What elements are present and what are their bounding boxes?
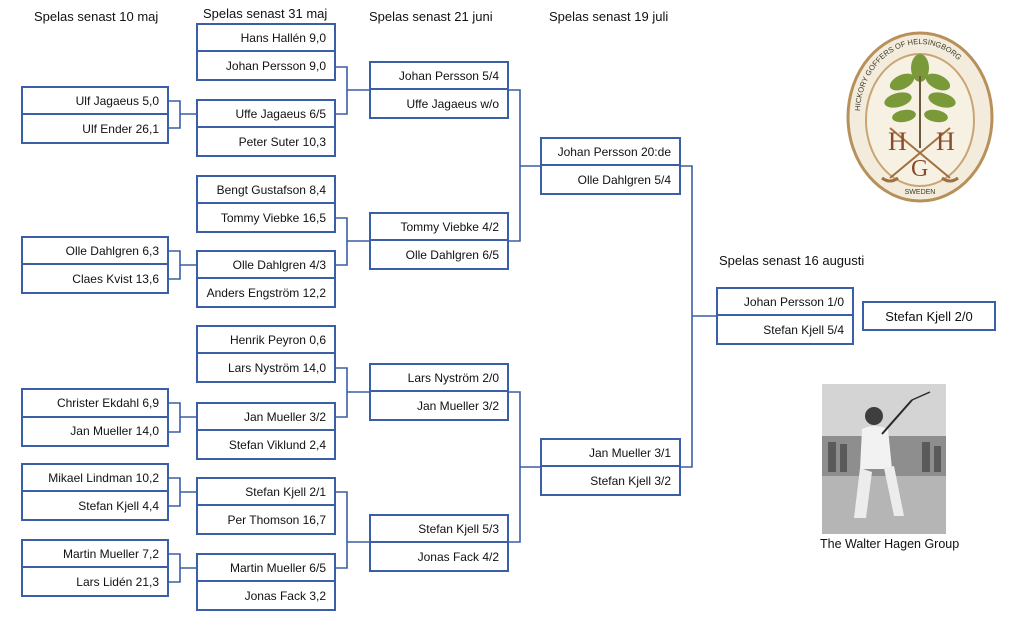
player-slot: Bengt Gustafson 8,4 (198, 177, 334, 204)
round4-header: Spelas senast 19 juli (549, 9, 669, 24)
player-slot: Jan Mueller 3/2 (198, 404, 334, 431)
winner-box: Stefan Kjell 2/0 (862, 301, 996, 331)
logo-country-text: SWEDEN (905, 189, 936, 196)
player-slot: Christer Ekdahl 6,9 (23, 390, 167, 418)
match-r3-4: Stefan Kjell 5/3 Jonas Fack 4/2 (369, 514, 509, 572)
player-slot: Stefan Kjell 4,4 (78, 498, 159, 513)
player-slot: Olle Dahlgren 6/5 (405, 247, 499, 262)
match-r4-2: Jan Mueller 3/1 Stefan Kjell 3/2 (540, 438, 681, 496)
player-slot: Johan Persson 20:de (542, 139, 679, 166)
match-r2-5: Henrik Peyron 0,6 Lars Nyström 14,0 (196, 325, 336, 383)
match-r3-3: Lars Nyström 2/0 Jan Mueller 3/2 (369, 363, 509, 421)
player-slot: Stefan Kjell 2/1 (198, 479, 334, 506)
logo-letter: G (911, 156, 928, 182)
player-slot: Jonas Fack 3,2 (244, 588, 326, 603)
player-slot: Stefan Kjell 3/2 (590, 473, 671, 488)
club-logo: H H G HICKORY GOFFERS OF HELSINGBORG SWE… (846, 31, 994, 203)
match-r2-8: Martin Mueller 6/5 Jonas Fack 3,2 (196, 553, 336, 611)
player-slot: Anders Engström 12,2 (206, 285, 326, 300)
golfer-photo (822, 384, 946, 534)
player-slot: Olle Dahlgren 5/4 (577, 172, 671, 187)
player-slot: Martin Mueller 7,2 (23, 541, 167, 568)
match-r3-1: Johan Persson 5/4 Uffe Jagaeus w/o (369, 61, 509, 119)
player-slot: Hans Hallén 9,0 (198, 25, 334, 52)
match-r2-7: Stefan Kjell 2/1 Per Thomson 16,7 (196, 477, 336, 535)
player-slot: Stefan Kjell 5/4 (763, 322, 844, 337)
match-r3-2: Tommy Viebke 4/2 Olle Dahlgren 6/5 (369, 212, 509, 270)
player-slot: Jan Mueller 3/1 (542, 440, 679, 467)
round3-header: Spelas senast 21 juni (369, 9, 493, 24)
player-slot: Henrik Peyron 0,6 (198, 327, 334, 354)
player-slot: Mikael Lindman 10,2 (23, 465, 167, 492)
logo-letter: H (888, 127, 907, 156)
photo-caption: The Walter Hagen Group (820, 537, 960, 551)
round2-header: Spelas senast 31 maj (203, 6, 328, 21)
match-r1-1: Ulf Jagaeus 5,0 Ulf Ender 26,1 (21, 86, 169, 144)
match-r4-1: Johan Persson 20:de Olle Dahlgren 5/4 (540, 137, 681, 195)
match-r2-6: Jan Mueller 3/2 Stefan Viklund 2,4 (196, 402, 336, 460)
player-slot: Stefan Viklund 2,4 (228, 437, 326, 452)
player-slot: Peter Suter 10,3 (238, 134, 326, 149)
match-r2-4: Olle Dahlgren 4/3 Anders Engström 12,2 (196, 250, 336, 308)
player-slot: Lars Nyström 2/0 (371, 365, 507, 392)
player-slot: Uffe Jagaeus w/o (406, 96, 499, 111)
player-slot: Stefan Kjell 5/3 (371, 516, 507, 543)
player-slot: Lars Lidén 21,3 (76, 574, 159, 589)
player-slot: Martin Mueller 6/5 (198, 555, 334, 582)
player-slot: Olle Dahlgren 4/3 (198, 252, 334, 279)
player-slot: Tommy Viebke 4/2 (371, 214, 507, 241)
match-r1-4: Mikael Lindman 10,2 Stefan Kjell 4,4 (21, 463, 169, 521)
player-slot: Per Thomson 16,7 (227, 512, 326, 527)
logo-letter: H (936, 127, 955, 156)
match-r1-3: Christer Ekdahl 6,9 Jan Mueller 14,0 (21, 388, 169, 447)
player-slot: Lars Nyström 14,0 (227, 360, 326, 375)
player-slot: Johan Persson 5/4 (371, 63, 507, 90)
round1-header: Spelas senast 10 maj (34, 9, 159, 24)
player-slot: Jonas Fack 4/2 (417, 549, 499, 564)
player-slot: Ulf Ender 26,1 (82, 121, 159, 136)
player-slot: Tommy Viebke 16,5 (220, 210, 326, 225)
match-r1-2: Olle Dahlgren 6,3 Claes Kvist 13,6 (21, 236, 169, 294)
match-r2-1: Hans Hallén 9,0 Johan Persson 9,0 (196, 23, 336, 81)
match-r2-3: Bengt Gustafson 8,4 Tommy Viebke 16,5 (196, 175, 336, 233)
player-slot: Johan Persson 1/0 (718, 289, 852, 316)
round5-header: Spelas senast 16 augusti (719, 253, 865, 268)
player-slot: Claes Kvist 13,6 (72, 271, 159, 286)
player-slot: Johan Persson 9,0 (225, 58, 326, 73)
player-slot: Jan Mueller 3/2 (416, 398, 499, 413)
match-r2-2: Uffe Jagaeus 6/5 Peter Suter 10,3 (196, 99, 336, 157)
match-final: Johan Persson 1/0 Stefan Kjell 5/4 (716, 287, 854, 345)
player-slot: Ulf Jagaeus 5,0 (23, 88, 167, 115)
player-slot: Uffe Jagaeus 6/5 (198, 101, 334, 128)
player-slot: Jan Mueller 14,0 (70, 424, 159, 439)
match-r1-5: Martin Mueller 7,2 Lars Lidén 21,3 (21, 539, 169, 597)
player-slot: Olle Dahlgren 6,3 (23, 238, 167, 265)
